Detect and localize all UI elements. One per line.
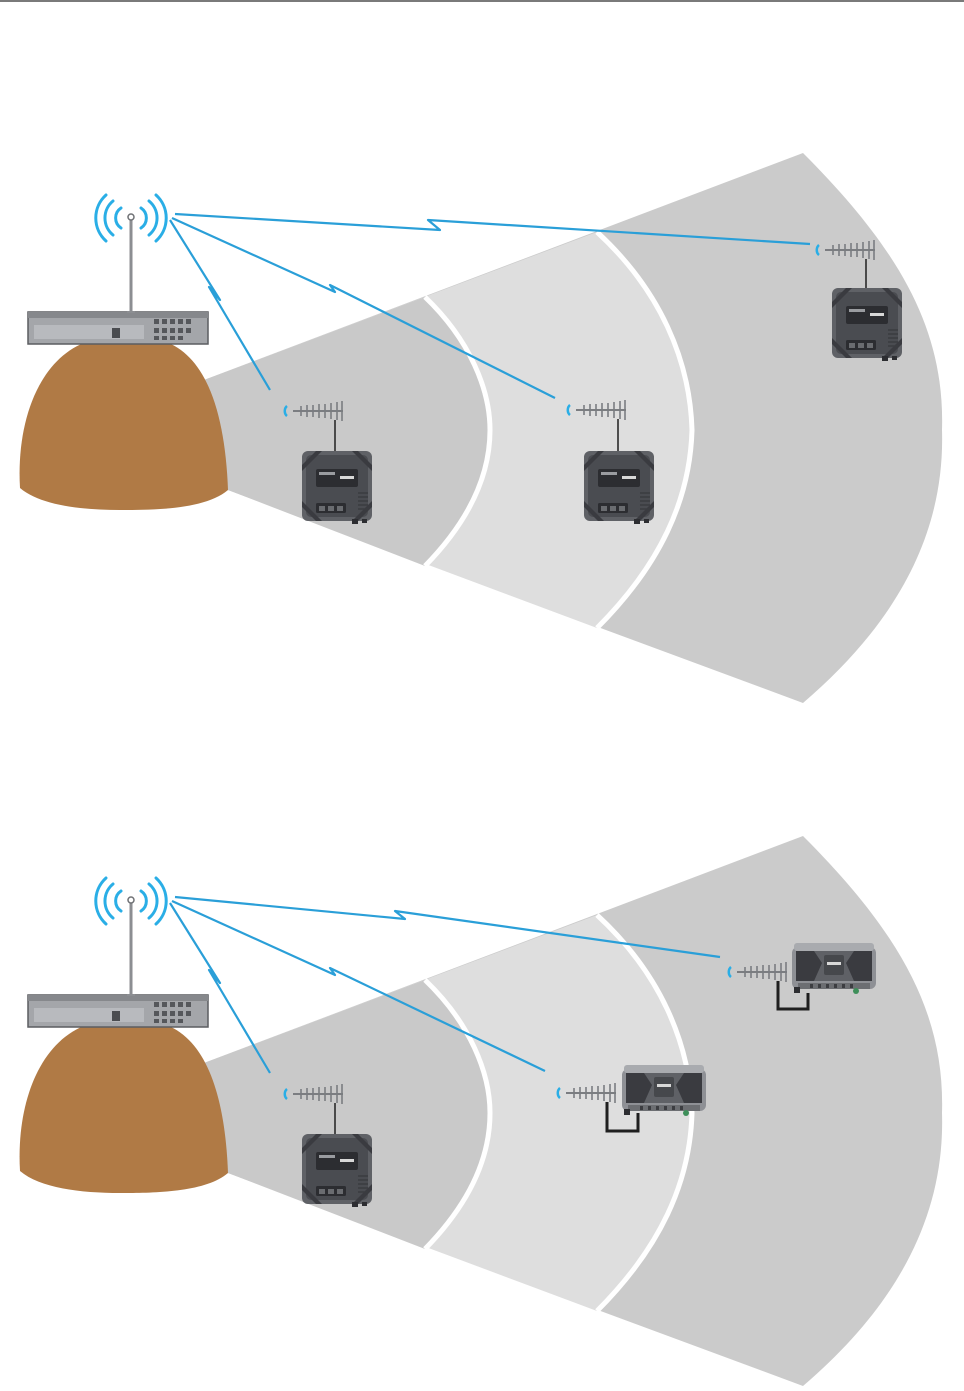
lower-diagram [20, 836, 943, 1386]
coverage-zone-near [204, 980, 490, 1249]
base-station-icon [20, 214, 228, 510]
device-unit-icon [302, 1134, 372, 1207]
base-station-icon [20, 897, 228, 1193]
device-unit-icon [792, 943, 876, 994]
upper-diagram [20, 153, 943, 703]
device-unit-icon [584, 451, 654, 524]
device-unit-icon [302, 451, 372, 524]
coverage-zone-near [204, 297, 490, 566]
device-unit-icon [622, 1065, 706, 1116]
device-unit-icon [832, 288, 902, 361]
